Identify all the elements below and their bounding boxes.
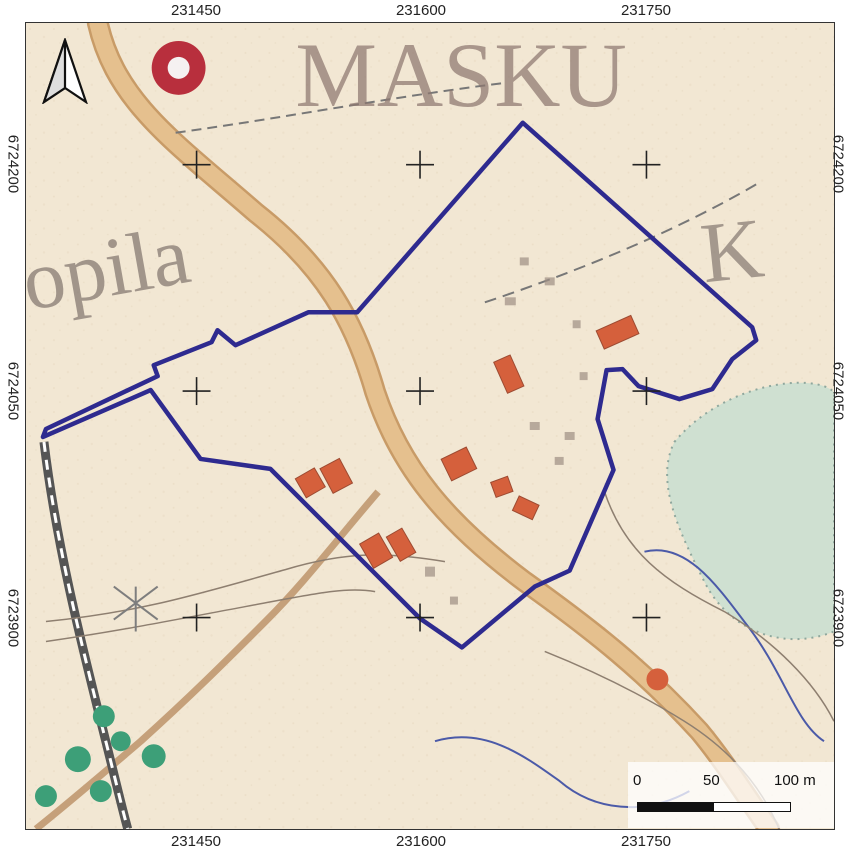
coordinate-y-right-2: 6724050: [829, 361, 844, 421]
place-label-masku: MASKU: [295, 24, 626, 126]
lake-water: [666, 381, 834, 641]
dashed-track: [175, 81, 505, 134]
side-road: [33, 489, 381, 829]
contour-line: [603, 491, 834, 722]
north-arrow-icon: [42, 38, 88, 104]
small-structures: [425, 257, 588, 605]
study-area-boundary[interactable]: [40, 120, 759, 650]
church-marker-inner: [167, 56, 190, 79]
coordinate-x-top-1: 231450: [170, 2, 222, 19]
scale-label-zero: 0: [633, 772, 642, 789]
scale-label-fifty: 50: [703, 772, 720, 789]
coordinate-y-left-2: 6724050: [4, 361, 22, 421]
contour-line: [45, 589, 376, 643]
coordinate-y-left-3: 6723900: [4, 588, 22, 648]
coordinate-y-left-1: 6724200: [4, 134, 22, 194]
stream-line: [644, 549, 825, 743]
coordinate-x-bottom-3: 231750: [620, 833, 672, 850]
map-frame[interactable]: MASKU opila K: [25, 22, 835, 830]
grid-crosses: [182, 150, 661, 632]
coordinate-x-top-2: 231600: [395, 2, 447, 19]
scale-bar: [637, 802, 791, 812]
windmill-symbol: [113, 585, 159, 632]
road-marker: [646, 668, 669, 691]
coordinate-y-right-3: 6723900: [829, 588, 844, 648]
coordinate-x-top-3: 231750: [620, 2, 672, 19]
scale-bar-segment-light: [714, 803, 790, 811]
map-canvas[interactable]: MASKU opila K: [26, 23, 834, 829]
tree-cluster: [34, 705, 166, 808]
coordinate-y-right-1: 6724200: [829, 134, 844, 194]
coordinate-x-bottom-1: 231450: [170, 833, 222, 850]
scale-label-hundred: 100 m: [774, 772, 816, 789]
scale-bar-segment-dark: [638, 803, 714, 811]
coordinate-x-bottom-2: 231600: [395, 833, 447, 850]
place-label-k: K: [696, 200, 768, 301]
building-group: [294, 314, 640, 569]
railway-ties: [42, 441, 130, 829]
scale-bar-panel: 0 50 100 m: [628, 762, 834, 828]
